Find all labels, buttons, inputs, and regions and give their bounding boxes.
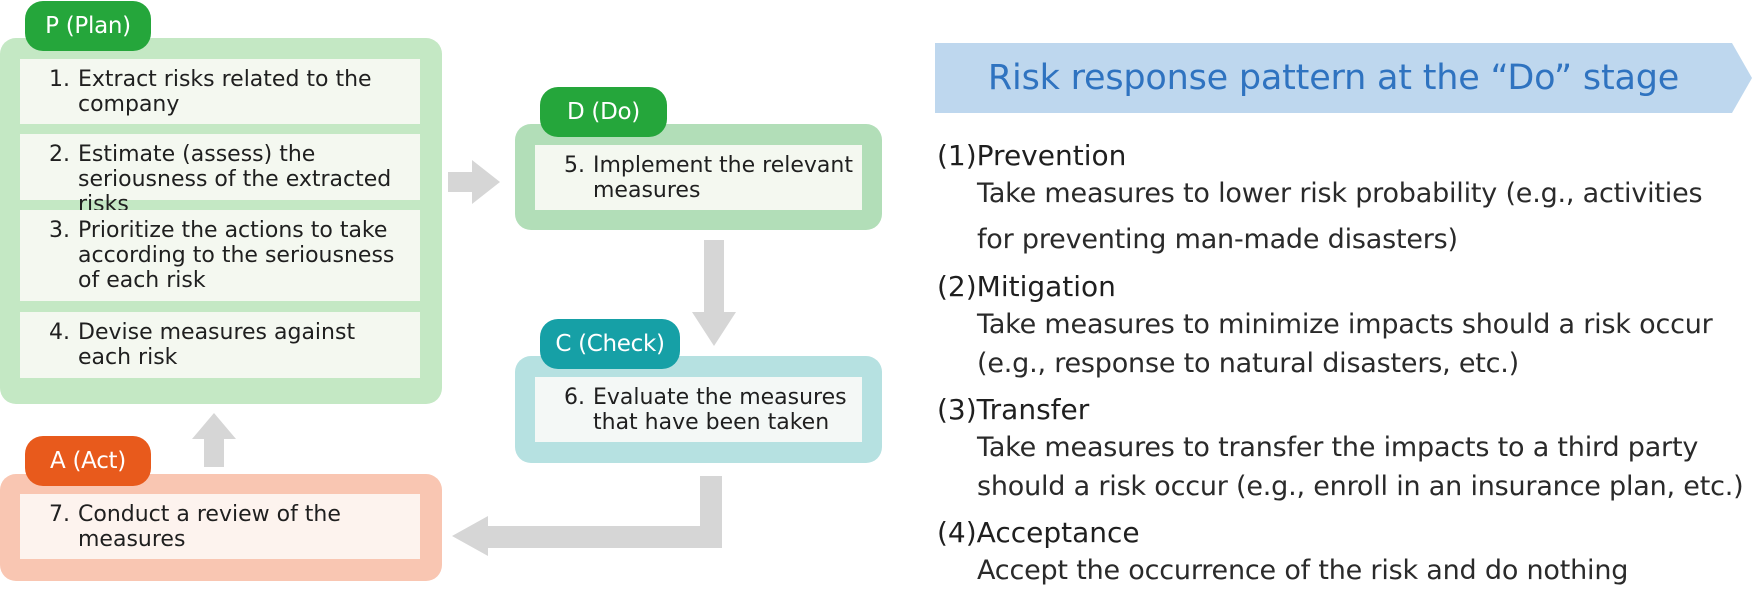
plan-step-2: 2.Estimate (assess) the seriousness of t…	[20, 134, 420, 217]
patterns-title: Risk response pattern at the “Do” stage	[987, 58, 1680, 98]
do-tag: D (Do)	[540, 87, 667, 137]
pattern-label-acceptance: (4)Acceptance	[937, 516, 1140, 549]
pattern-desc-prevention-1: Take measures to lower risk probability …	[977, 178, 1703, 209]
plan-step-3: 3.Prioritize the actions to take accordi…	[20, 210, 420, 301]
arrow-plan-to-do	[448, 160, 500, 204]
pattern-desc-transfer-2: should a risk occur (e.g., enroll in an …	[977, 471, 1744, 502]
act-tag: A (Act)	[25, 436, 151, 486]
plan-step-4: 4.Devise measures against each risk	[20, 312, 420, 378]
check-tag: C (Check)	[540, 319, 680, 369]
arrow-act-to-plan	[192, 413, 236, 467]
pattern-desc-prevention-2: for preventing man-made disasters)	[977, 224, 1458, 255]
pattern-desc-acceptance-1: Accept the occurrence of the risk and do…	[977, 555, 1629, 586]
arrow-check-to-act	[452, 476, 722, 556]
pattern-label-prevention: (1)Prevention	[937, 139, 1127, 172]
plan-step-1: 1.Extract risks related to the company	[20, 59, 420, 124]
plan-tag: P (Plan)	[25, 1, 151, 51]
pattern-desc-transfer-1: Take measures to transfer the impacts to…	[977, 432, 1699, 463]
pattern-label-transfer: (3)Transfer	[937, 393, 1090, 426]
patterns-banner	[935, 43, 1752, 113]
do-step-5: 5.Implement the relevant measures	[535, 145, 862, 210]
pattern-label-mitigation: (2)Mitigation	[937, 270, 1116, 303]
pattern-desc-mitigation-1: Take measures to minimize impacts should…	[977, 309, 1713, 340]
pattern-desc-mitigation-2: (e.g., response to natural disasters, et…	[977, 348, 1520, 379]
arrow-do-to-check	[692, 240, 736, 346]
check-step-6: 6.Evaluate the measures that have been t…	[535, 377, 862, 442]
act-step-7: 7.Conduct a review of the measures	[20, 494, 420, 559]
